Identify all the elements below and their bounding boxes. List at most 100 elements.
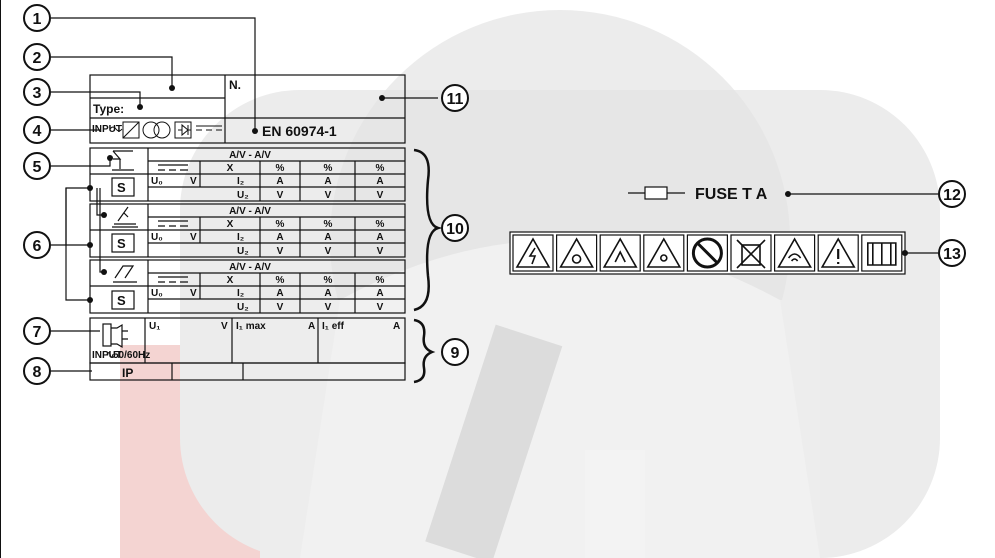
fuse-symbol-icon <box>628 186 685 200</box>
u0-label: U₀ <box>151 288 163 299</box>
i2-label: I₂ <box>237 232 244 243</box>
callout-7: 7 <box>23 317 51 345</box>
svg-text:S: S <box>117 180 126 195</box>
callout-2: 2 <box>23 43 51 71</box>
mains-frequency: 50/60Hz <box>113 350 150 361</box>
u2-label: U₂ <box>237 302 249 313</box>
duty-cycle-cell: % <box>324 163 333 174</box>
u2-unit: V <box>377 246 384 257</box>
svg-text:7: 7 <box>33 324 42 341</box>
mig-torch-icon <box>112 206 138 228</box>
svg-text:12: 12 <box>943 187 961 204</box>
u1-label: U₁ <box>149 321 160 332</box>
section-title: A/V - A/V <box>229 150 271 161</box>
callout-13: 13 <box>938 239 966 267</box>
i2-unit: A <box>324 288 331 299</box>
u0-unit: V <box>190 288 197 299</box>
u0-unit: V <box>190 176 197 187</box>
callout-6: 6 <box>23 231 51 259</box>
fumes-warning-icon <box>555 234 598 272</box>
svg-text:13: 13 <box>943 246 961 263</box>
u0-label: U₀ <box>151 176 163 187</box>
duty-cycle-cell: % <box>276 219 285 230</box>
duty-cycle-cell: X <box>227 163 234 174</box>
duty-cycle-cell: % <box>376 275 385 286</box>
converter-symbol-icon: INPUT <box>92 121 222 139</box>
input-word: INPUT <box>92 350 122 361</box>
u2-unit: V <box>325 302 332 313</box>
svg-text:6: 6 <box>33 238 42 255</box>
s-symbol-box-3: S <box>111 290 135 310</box>
callout-3: 3 <box>23 78 51 106</box>
mma-electrode-icon <box>113 265 137 283</box>
svg-text:S: S <box>117 293 126 308</box>
i2-label: I₂ <box>237 288 244 299</box>
callout-8: 8 <box>23 357 51 385</box>
svg-text:5: 5 <box>33 159 42 176</box>
svg-text:8: 8 <box>33 364 42 381</box>
callout-10: 10 <box>441 214 469 242</box>
standard-label: EN 60974-1 <box>262 123 337 139</box>
duty-cycle-cell: % <box>324 219 333 230</box>
u2-label: U₂ <box>237 246 249 257</box>
duty-cycle-cell: % <box>276 275 285 286</box>
i2-unit: A <box>376 232 383 243</box>
i2-unit: A <box>324 176 331 187</box>
section-title: A/V - A/V <box>229 262 271 273</box>
i1eff-unit: A <box>393 321 400 332</box>
u2-unit: V <box>277 190 284 201</box>
section-title: A/V - A/V <box>229 206 271 217</box>
callout-1: 1 <box>23 4 51 32</box>
u2-unit: V <box>377 190 384 201</box>
i1max-unit: A <box>308 321 315 332</box>
watermark <box>120 10 940 558</box>
serial-number-label: N. <box>229 78 241 92</box>
u0-label: U₀ <box>151 232 163 243</box>
u0-unit: V <box>190 232 197 243</box>
brace-10 <box>413 148 443 312</box>
u2-unit: V <box>325 190 332 201</box>
duty-cycle-cell: % <box>324 275 333 286</box>
duty-cycle-cell: % <box>376 219 385 230</box>
u2-unit: V <box>377 302 384 313</box>
duty-cycle-cell: % <box>276 163 285 174</box>
i2-unit: A <box>376 288 383 299</box>
read-manual-icon <box>861 234 903 272</box>
type-label: Type: <box>93 102 124 116</box>
svg-text:2: 2 <box>33 50 42 67</box>
svg-text:11: 11 <box>447 91 464 108</box>
u2-label: U₂ <box>237 190 249 201</box>
duty-cycle-cell: X <box>227 275 234 286</box>
callout-11: 11 <box>441 84 469 112</box>
u2-unit: V <box>277 246 284 257</box>
callout-9: 9 <box>441 338 469 366</box>
s-symbol-box-2: S <box>111 233 135 253</box>
i2-unit: A <box>324 232 331 243</box>
svg-text:S: S <box>117 236 126 251</box>
emf-warning-icon <box>773 234 816 272</box>
callout-12: 12 <box>938 180 966 208</box>
general-warning-icon <box>817 234 859 272</box>
u1-unit: V <box>221 321 228 332</box>
i1eff-label: I₁ eff <box>322 321 345 332</box>
ac-symbol: ∿ <box>106 350 114 361</box>
svg-text:4: 4 <box>33 123 42 140</box>
i2-unit: A <box>276 288 283 299</box>
callout-4: 4 <box>23 116 51 144</box>
ip-label: IP <box>122 366 133 380</box>
callout-5: 5 <box>23 152 51 180</box>
explosion-warning-icon <box>599 234 641 272</box>
header-block <box>89 74 406 144</box>
i2-unit: A <box>376 176 383 187</box>
duty-cycle-cell: % <box>376 163 385 174</box>
fuse-label: FUSE T A <box>695 186 768 203</box>
no-pacemaker-icon <box>686 234 729 272</box>
svg-text:3: 3 <box>33 85 42 102</box>
s-symbol-box-1: S <box>111 177 135 197</box>
electric-shock-warning-icon <box>512 234 554 272</box>
u2-unit: V <box>277 302 284 313</box>
i2-unit: A <box>276 232 283 243</box>
svg-text:9: 9 <box>451 345 460 362</box>
tig-torch-icon <box>112 150 134 171</box>
